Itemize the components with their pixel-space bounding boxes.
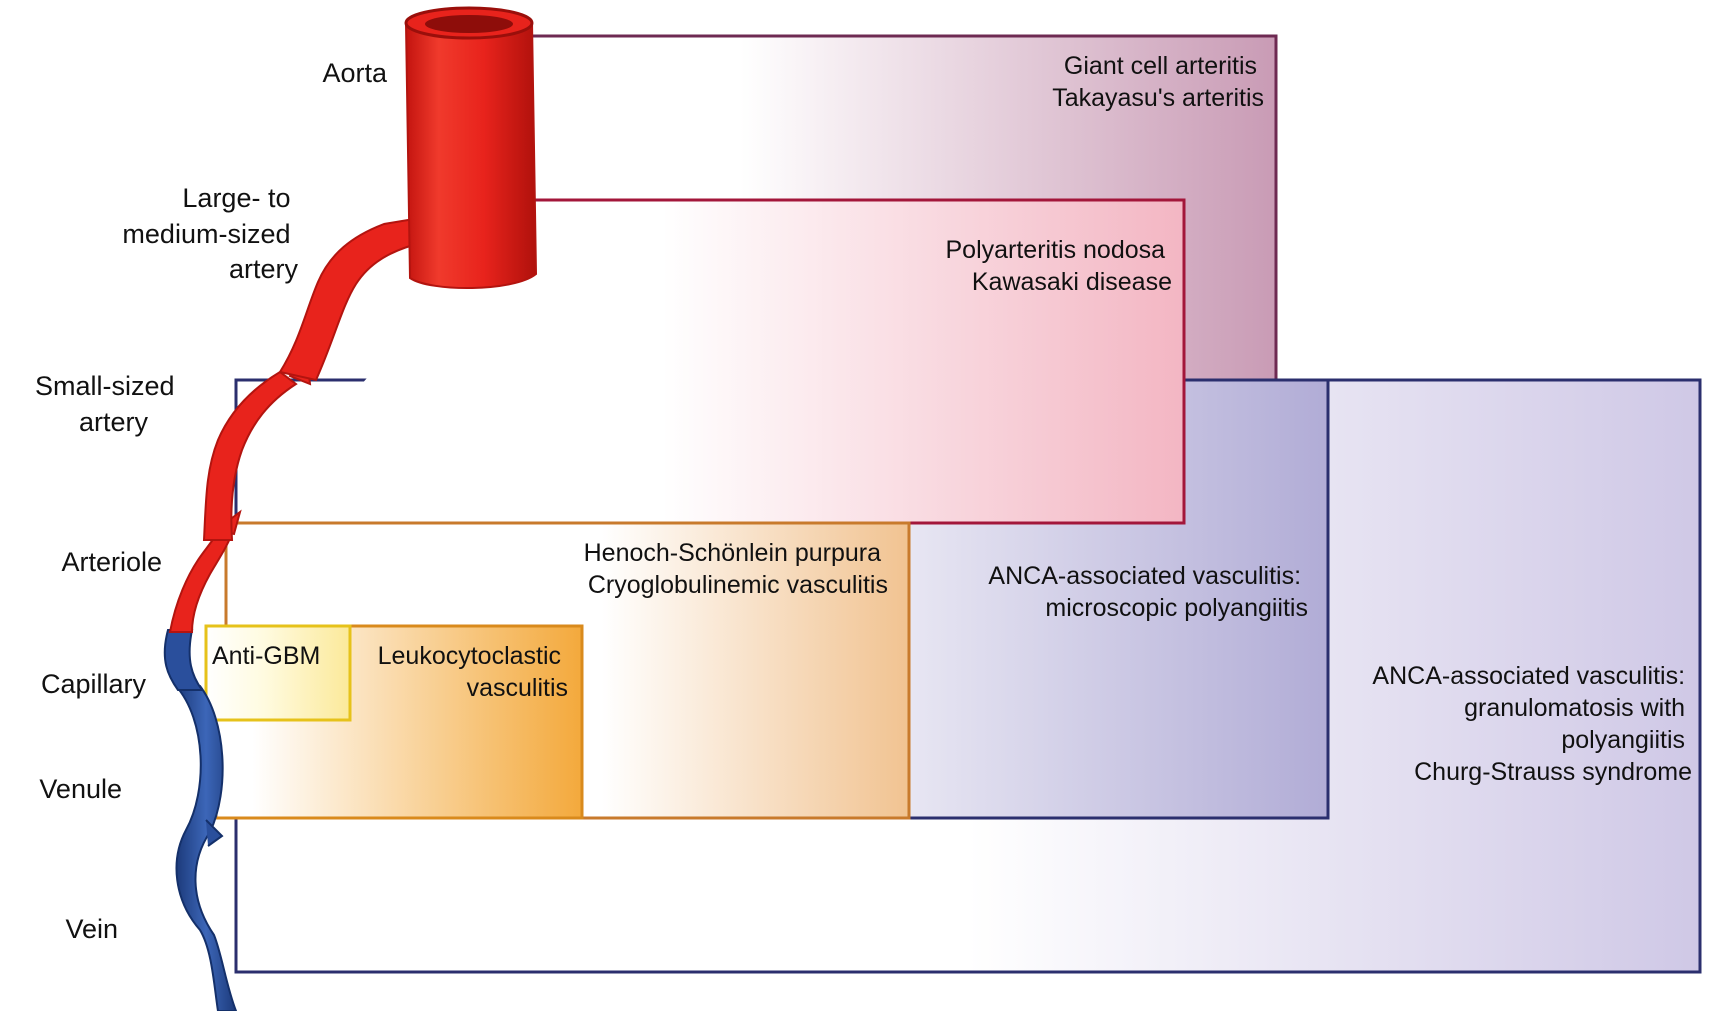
arteriole-segment [170, 528, 234, 632]
anti-gbm-label: Anti-GBM [212, 642, 320, 670]
large-medium-artery-label: Large- to medium-sized artery [122, 183, 298, 284]
vein-label: Vein [65, 914, 118, 944]
venule-label: Venule [39, 774, 122, 804]
small-artery-label: Small-sized artery [35, 371, 182, 437]
capillary-segment [165, 630, 202, 690]
aorta-label: Aorta [322, 58, 388, 88]
arteriole-label: Arteriole [61, 547, 162, 577]
aorta-tube [406, 22, 536, 288]
capillary-label: Capillary [41, 669, 147, 699]
anti-gbm-box [206, 626, 350, 720]
